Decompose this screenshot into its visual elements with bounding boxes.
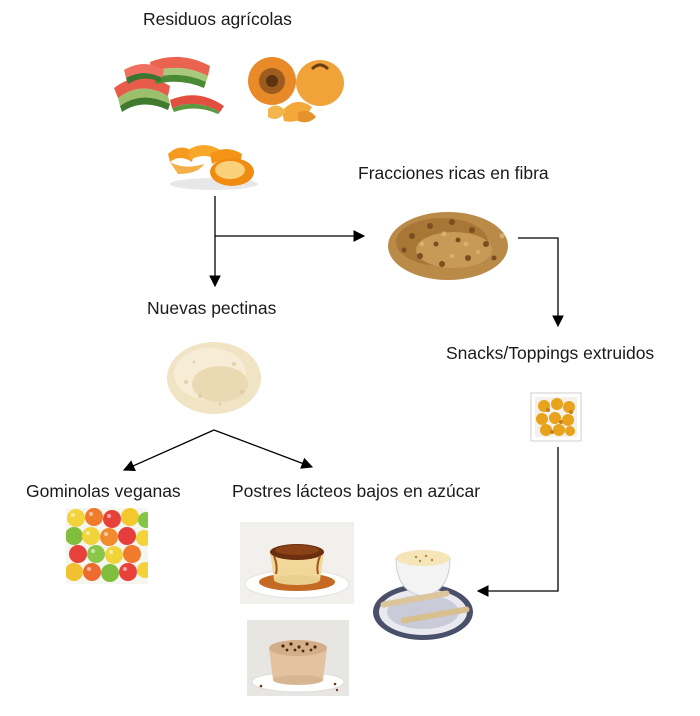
pectin-powder-image [167,342,261,414]
label-new-pectins: Nuevas pectinas [147,298,277,318]
pudding-image [247,620,349,696]
custard-cup-image [373,550,473,640]
orange-peel-image [168,145,258,190]
fiber-granules-image [388,212,508,280]
gummies-image [66,508,148,584]
label-agricultural-waste: Residuos agrícolas [143,9,292,29]
watermelon-rind-image [114,56,224,114]
extruded-snack-image [530,392,582,442]
label-vegan-gummies: Gominolas veganas [26,481,181,501]
label-extruded-snacks: Snacks/Toppings extruidos [446,343,655,363]
arrow-to-desserts [213,429,314,469]
arrow-to-custard [476,447,559,597]
arrow-to-gummies [122,429,215,472]
label-low-sugar-desserts: Postres lácteos bajos en azúcar [232,481,481,501]
arrow-to-snacks [518,237,564,328]
persimmon-image [248,57,344,123]
flan-image [240,522,354,604]
label-fiber-fractions: Fracciones ricas en fibra [358,163,549,183]
